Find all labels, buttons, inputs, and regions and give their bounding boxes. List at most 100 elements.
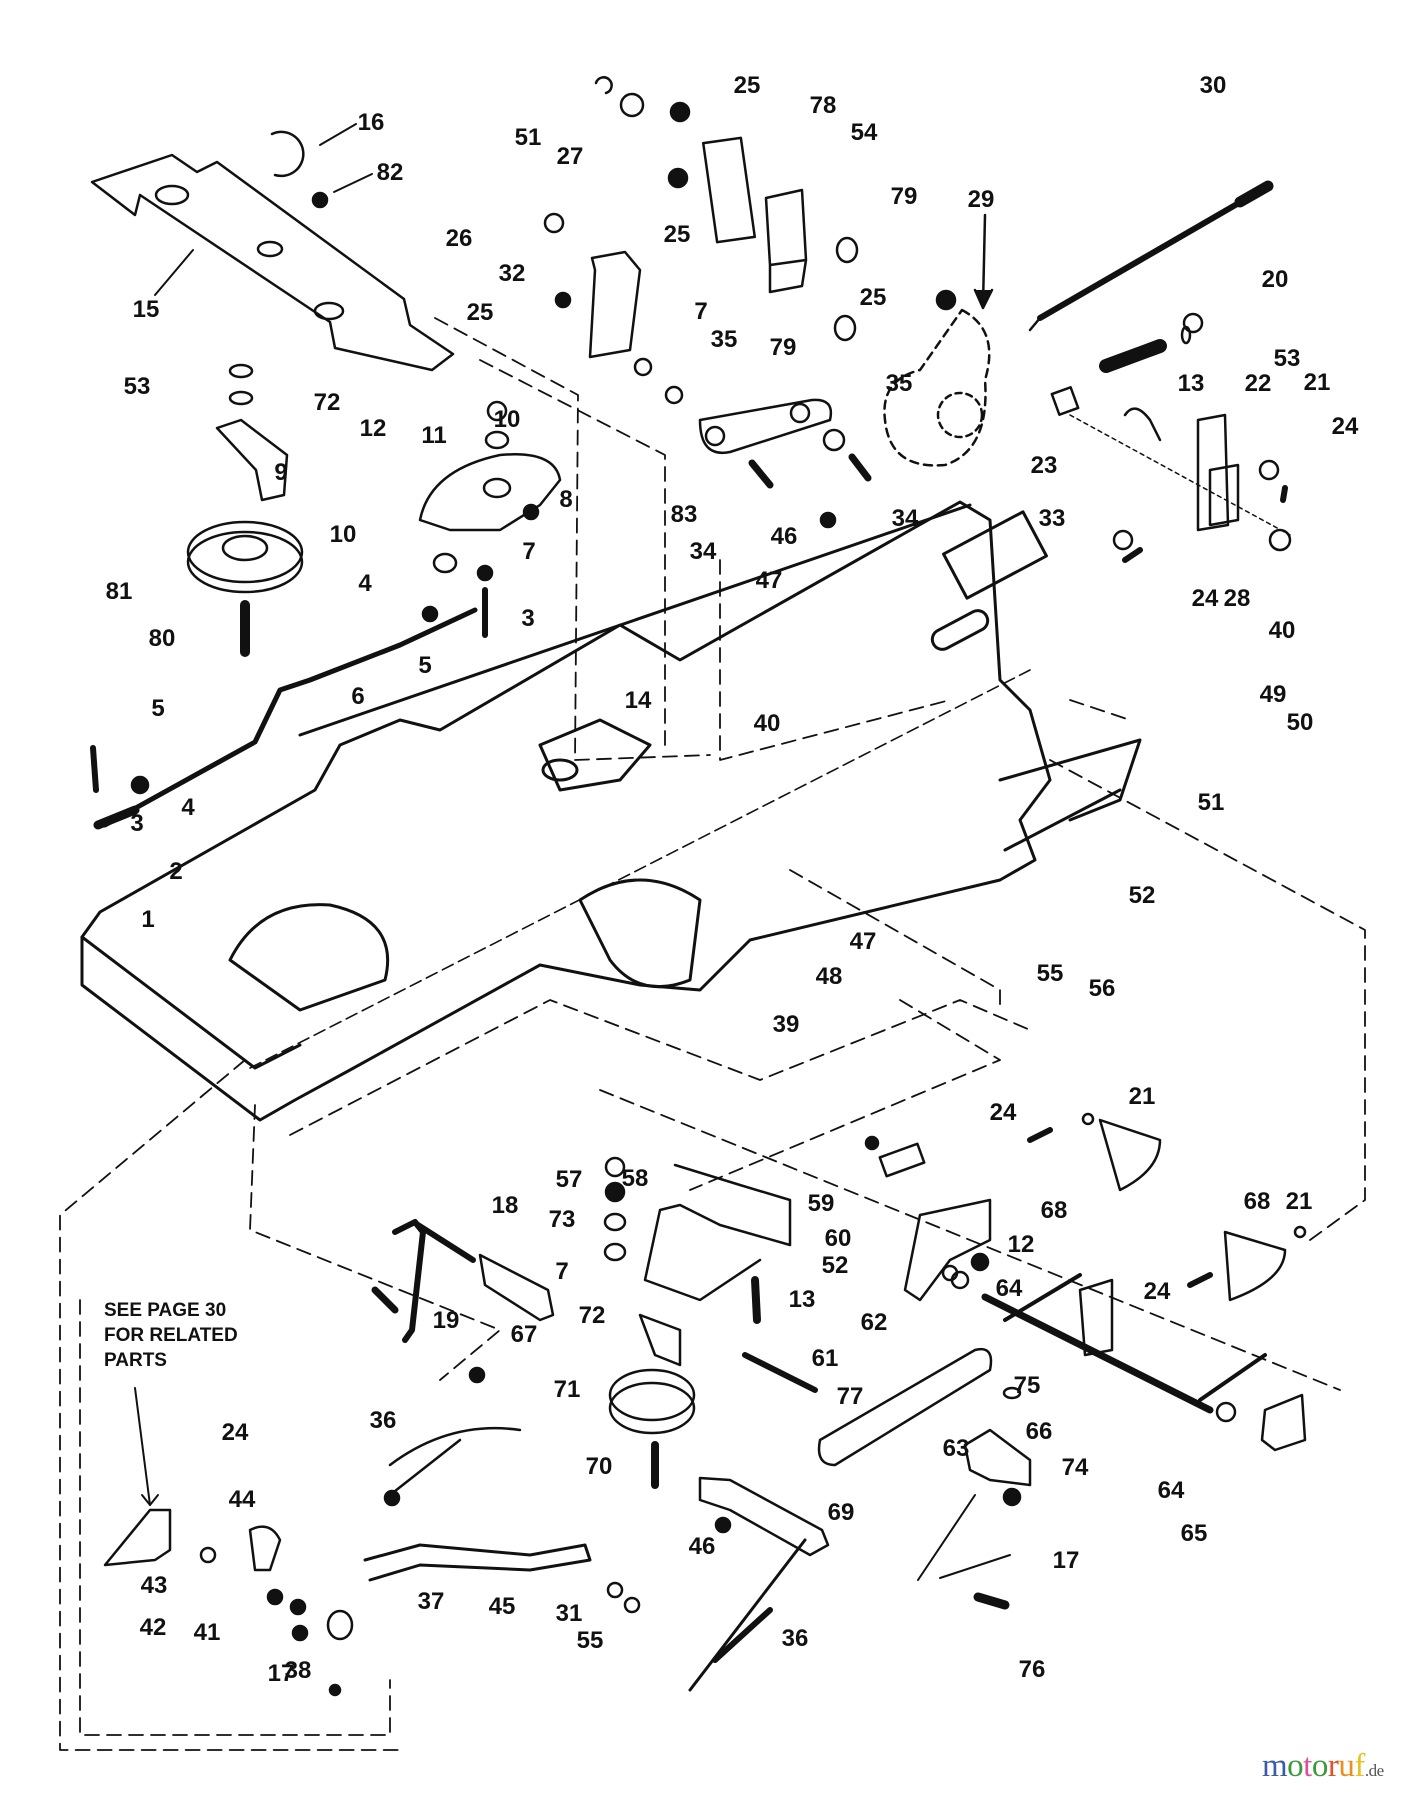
callout-part-61[interactable]: 61 <box>811 1345 839 1372</box>
callout-part-41[interactable]: 41 <box>193 1619 221 1646</box>
callout-part-57[interactable]: 57 <box>555 1166 583 1193</box>
callout-part-68[interactable]: 68 <box>1040 1197 1068 1224</box>
callout-part-25[interactable]: 25 <box>663 221 691 248</box>
callout-part-47[interactable]: 47 <box>755 567 783 594</box>
callout-part-69[interactable]: 69 <box>827 1499 855 1526</box>
callout-part-55[interactable]: 55 <box>576 1627 604 1654</box>
callout-part-32[interactable]: 32 <box>498 260 526 287</box>
callout-part-7[interactable]: 7 <box>694 298 708 325</box>
callout-part-56[interactable]: 56 <box>1088 975 1116 1002</box>
callout-part-49[interactable]: 49 <box>1259 681 1287 708</box>
callout-part-13[interactable]: 13 <box>788 1286 816 1313</box>
callout-part-35[interactable]: 35 <box>885 370 913 397</box>
callout-part-40[interactable]: 40 <box>1268 617 1296 644</box>
callout-part-79[interactable]: 79 <box>769 334 797 361</box>
callout-part-53[interactable]: 53 <box>1273 345 1301 372</box>
callout-part-45[interactable]: 45 <box>488 1593 516 1620</box>
callout-part-51[interactable]: 51 <box>1197 789 1225 816</box>
callout-part-30[interactable]: 30 <box>1199 72 1227 99</box>
callout-part-14[interactable]: 14 <box>624 687 652 714</box>
callout-part-39[interactable]: 39 <box>772 1011 800 1038</box>
callout-part-25[interactable]: 25 <box>466 299 494 326</box>
callout-part-5[interactable]: 5 <box>151 695 165 722</box>
callout-part-13[interactable]: 13 <box>1177 370 1205 397</box>
callout-part-72[interactable]: 72 <box>313 389 341 416</box>
callout-part-52[interactable]: 52 <box>821 1252 849 1279</box>
callout-part-70[interactable]: 70 <box>585 1453 613 1480</box>
callout-part-35[interactable]: 35 <box>710 326 738 353</box>
callout-part-10[interactable]: 10 <box>493 406 521 433</box>
callout-part-21[interactable]: 21 <box>1285 1188 1313 1215</box>
callout-part-23[interactable]: 23 <box>1030 452 1058 479</box>
callout-part-28[interactable]: 28 <box>1223 585 1251 612</box>
callout-part-77[interactable]: 77 <box>836 1383 864 1410</box>
callout-part-38[interactable]: 38 <box>284 1657 312 1684</box>
callout-part-37[interactable]: 37 <box>417 1588 445 1615</box>
callout-part-25[interactable]: 25 <box>733 72 761 99</box>
callout-part-73[interactable]: 73 <box>548 1206 576 1233</box>
callout-part-79[interactable]: 79 <box>890 183 918 210</box>
callout-part-8[interactable]: 8 <box>559 486 573 513</box>
callout-part-7[interactable]: 7 <box>522 538 536 565</box>
callout-part-2[interactable]: 2 <box>169 858 183 885</box>
callout-part-80[interactable]: 80 <box>148 625 176 652</box>
callout-part-9[interactable]: 9 <box>274 459 288 486</box>
callout-part-58[interactable]: 58 <box>621 1165 649 1192</box>
callout-part-27[interactable]: 27 <box>556 143 584 170</box>
callout-part-43[interactable]: 43 <box>140 1572 168 1599</box>
callout-part-31[interactable]: 31 <box>555 1600 583 1627</box>
motoruf-watermark[interactable]: motoruf.de <box>1262 1750 1384 1783</box>
callout-part-10[interactable]: 10 <box>329 521 357 548</box>
callout-part-4[interactable]: 4 <box>358 570 372 597</box>
callout-part-78[interactable]: 78 <box>809 92 837 119</box>
callout-part-1[interactable]: 1 <box>141 906 155 933</box>
callout-part-34[interactable]: 34 <box>689 538 717 565</box>
callout-part-64[interactable]: 64 <box>1157 1477 1185 1504</box>
callout-part-48[interactable]: 48 <box>815 963 843 990</box>
callout-part-46[interactable]: 46 <box>770 523 798 550</box>
callout-part-72[interactable]: 72 <box>578 1302 606 1329</box>
callout-part-59[interactable]: 59 <box>807 1190 835 1217</box>
callout-part-17[interactable]: 17 <box>1052 1547 1080 1574</box>
callout-part-29[interactable]: 29 <box>967 186 995 213</box>
callout-part-82[interactable]: 82 <box>376 159 404 186</box>
callout-part-24[interactable]: 24 <box>1331 413 1359 440</box>
callout-part-18[interactable]: 18 <box>491 1192 519 1219</box>
callout-part-75[interactable]: 75 <box>1013 1372 1041 1399</box>
callout-part-25[interactable]: 25 <box>859 284 887 311</box>
callout-part-40[interactable]: 40 <box>753 710 781 737</box>
callout-part-24[interactable]: 24 <box>989 1099 1017 1126</box>
callout-part-54[interactable]: 54 <box>850 119 878 146</box>
callout-part-6[interactable]: 6 <box>351 683 365 710</box>
callout-part-15[interactable]: 15 <box>132 296 160 323</box>
callout-part-3[interactable]: 3 <box>130 810 144 837</box>
callout-part-3[interactable]: 3 <box>521 605 535 632</box>
callout-part-34[interactable]: 34 <box>891 505 919 532</box>
callout-part-74[interactable]: 74 <box>1061 1454 1089 1481</box>
callout-part-46[interactable]: 46 <box>688 1533 716 1560</box>
callout-part-33[interactable]: 33 <box>1038 505 1066 532</box>
callout-part-65[interactable]: 65 <box>1180 1520 1208 1547</box>
callout-part-36[interactable]: 36 <box>781 1625 809 1652</box>
callout-part-11[interactable]: 11 <box>421 422 447 449</box>
callout-part-64[interactable]: 64 <box>995 1275 1023 1302</box>
callout-part-55[interactable]: 55 <box>1036 960 1064 987</box>
callout-part-17[interactable]: 17 <box>267 1660 295 1687</box>
callout-part-22[interactable]: 22 <box>1244 370 1272 397</box>
callout-part-19[interactable]: 19 <box>432 1307 460 1334</box>
callout-part-76[interactable]: 76 <box>1018 1656 1046 1683</box>
callout-part-24[interactable]: 24 <box>1143 1278 1171 1305</box>
callout-part-21[interactable]: 21 <box>1128 1083 1156 1110</box>
callout-part-12[interactable]: 12 <box>1007 1231 1035 1258</box>
callout-part-83[interactable]: 83 <box>670 501 698 528</box>
callout-part-42[interactable]: 42 <box>139 1614 167 1641</box>
callout-part-62[interactable]: 62 <box>860 1309 888 1336</box>
callout-part-71[interactable]: 71 <box>553 1376 581 1403</box>
callout-part-52[interactable]: 52 <box>1128 882 1156 909</box>
callout-part-51[interactable]: 51 <box>514 124 542 151</box>
callout-part-67[interactable]: 67 <box>510 1321 538 1348</box>
callout-part-53[interactable]: 53 <box>123 373 151 400</box>
callout-part-68[interactable]: 68 <box>1243 1188 1271 1215</box>
callout-part-47[interactable]: 47 <box>849 928 877 955</box>
callout-part-12[interactable]: 12 <box>359 415 387 442</box>
